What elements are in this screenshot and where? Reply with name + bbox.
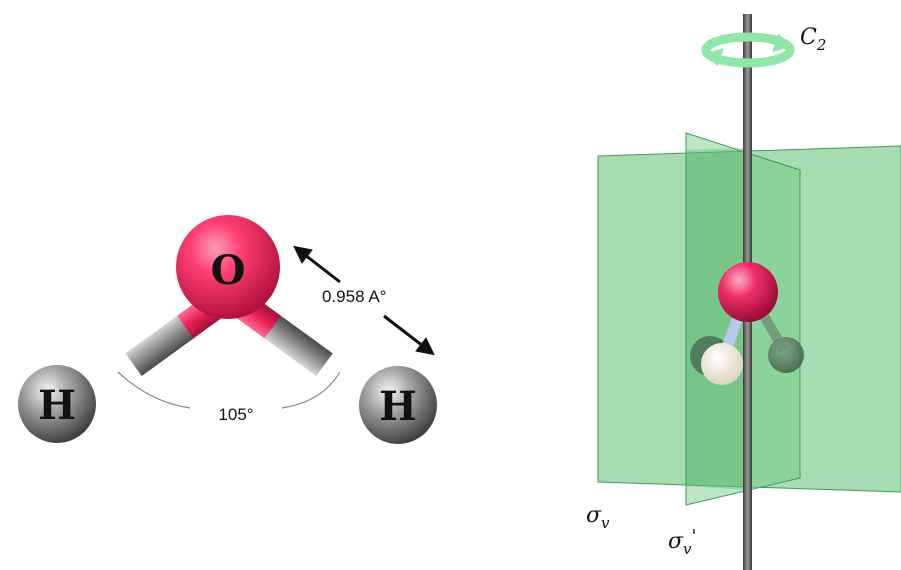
- hydrogen-atom-right: H: [359, 366, 437, 444]
- bond-length-arrow-up: [293, 245, 341, 284]
- small-water-molecule: [690, 262, 804, 385]
- c2-rotation-arrow: [701, 32, 795, 68]
- hydrogen-atom-left: H: [18, 365, 96, 443]
- sigma-v-label: σv: [586, 503, 610, 532]
- small-hydrogen-back: [768, 337, 804, 373]
- sigma-v-symbol: σ: [586, 503, 602, 528]
- oxygen-atom: O: [176, 215, 280, 319]
- small-oxygen: [718, 262, 778, 322]
- bond-length-label: 0.958 A°: [322, 287, 386, 306]
- oxygen-label: O: [211, 247, 246, 294]
- bond-angle-arc-right: [281, 371, 341, 409]
- c2-label: C2: [800, 25, 826, 54]
- sigma-v-prime-label: σv': [668, 526, 696, 558]
- sigma-v-prime-subscript: v: [683, 540, 692, 558]
- symmetry-elements-model: C2 σv σv': [586, 14, 901, 570]
- hydrogen-left-label: H: [38, 382, 76, 429]
- small-hydrogen-front: [701, 343, 743, 385]
- sigma-v-prime-symbol: σ: [668, 529, 684, 554]
- c2-subscript: 2: [816, 36, 827, 54]
- hydrogen-right-label: H: [379, 383, 417, 430]
- water-ball-stick-model: H H O 0.958 A° 105°: [18, 215, 437, 444]
- bond-length-arrow-down: [383, 314, 435, 356]
- c2-symbol: C: [800, 25, 817, 50]
- sigma-v-subscript: v: [601, 514, 610, 532]
- bond-angle-label: 105°: [218, 405, 253, 424]
- plane-overlap-shade: [686, 148, 748, 490]
- bond-angle-arc-left: [117, 371, 191, 409]
- sigma-v-prime-mark: ': [692, 526, 697, 547]
